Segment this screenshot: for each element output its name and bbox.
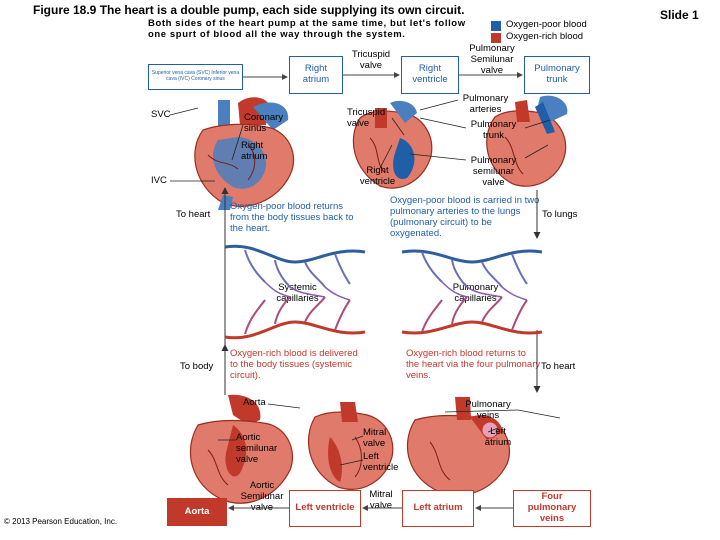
slide-number: Slide 1 bbox=[660, 8, 699, 22]
right-ventricle-box: Right ventricle bbox=[401, 56, 459, 94]
label-pulm-arteries: Pulmonary arteries bbox=[462, 93, 509, 115]
label-ivc: IVC bbox=[151, 175, 167, 186]
label-systemic-capillaries: Systemic capillaries bbox=[276, 282, 319, 304]
heart-left-atrium-illustration bbox=[406, 397, 511, 496]
label-coronary-sinus: Coronary sinus bbox=[244, 112, 284, 134]
label-right-ventricle: Right ventricle bbox=[359, 165, 396, 187]
label-to-lungs: To lungs bbox=[542, 209, 578, 220]
aorta-box: Aorta bbox=[167, 498, 227, 526]
label-right-atrium: Right atrium bbox=[241, 140, 268, 162]
legend-poor-swatch bbox=[491, 21, 501, 31]
label-svc: SVC bbox=[151, 109, 171, 120]
left-atrium-box: Left atrium bbox=[402, 490, 474, 527]
intro-text: Both sides of the heart pump at the same… bbox=[148, 18, 466, 41]
pulmonary-capillary-bed bbox=[401, 249, 543, 335]
figure-title: Figure 18.9 The heart is a double pump, … bbox=[33, 3, 465, 17]
heart-left-ventricle-illustration bbox=[307, 402, 394, 490]
tricuspid-top-label: Tricuspid valve bbox=[351, 49, 391, 71]
text-rich-delivered: Oxygen-rich blood is delivered to the bo… bbox=[230, 348, 358, 381]
mitral-box-label: Mitral valve bbox=[369, 489, 393, 511]
label-left-atrium: Left atrium bbox=[484, 426, 512, 448]
text-poor-returns: Oxygen-poor blood returns from the body … bbox=[230, 201, 354, 234]
legend-rich-swatch bbox=[491, 33, 501, 43]
heart-tricuspid-illustration bbox=[352, 100, 433, 189]
label-left-ventricle: Left ventricle bbox=[363, 451, 399, 473]
label-tricuspid: Tricuspid valve bbox=[347, 107, 386, 129]
label-to-body: To body bbox=[180, 361, 214, 372]
legend-poor-label: Oxygen-poor blood bbox=[506, 19, 587, 30]
right-atrium-box: Right atrium bbox=[289, 56, 343, 94]
left-ventricle-box: Left ventricle bbox=[289, 490, 361, 527]
pulm-semilunar-top-label: Pulmonary Semilunar valve bbox=[469, 43, 515, 76]
text-rich-returns: Oxygen-rich blood returns to the heart v… bbox=[406, 348, 541, 381]
svc-ivc-box: Superior vena cava (SVC) Inferior vena c… bbox=[148, 64, 243, 90]
label-aortic-semilunar: Aortic semilunar valve bbox=[236, 432, 278, 465]
label-pulm-trunk: Pulmonary trunk bbox=[470, 119, 517, 141]
label-pulm-semilunar: Pulmonary semilunar valve bbox=[470, 155, 517, 188]
label-aorta: Aorta bbox=[243, 397, 266, 408]
aortic-semilunar-box-label: Aortic Semilunar valve bbox=[240, 480, 284, 513]
label-mitral-valve: Mitral valve bbox=[363, 427, 387, 449]
text-poor-carried: Oxygen-poor blood is carried in two pulm… bbox=[390, 195, 540, 239]
four-pulm-veins-box: Four pulmonary veins bbox=[513, 490, 591, 527]
heart-right-side-illustration bbox=[194, 97, 295, 210]
label-pulm-veins: Pulmonary veins bbox=[465, 399, 511, 421]
heart-pulmonary-illustration bbox=[486, 95, 568, 187]
copyright: © 2013 Pearson Education, Inc. bbox=[4, 517, 118, 526]
systemic-capillary-bed bbox=[224, 244, 366, 340]
label-to-heart-left: To heart bbox=[176, 209, 211, 220]
heart-aorta-illustration bbox=[189, 394, 294, 504]
legend-rich-label: Oxygen-rich blood bbox=[506, 31, 584, 42]
label-to-heart-right: To heart bbox=[541, 361, 576, 372]
pulm-trunk-box: Pulmonary trunk bbox=[524, 56, 590, 94]
label-pulmonary-capillaries: Pulmonary capillaries bbox=[452, 282, 499, 304]
